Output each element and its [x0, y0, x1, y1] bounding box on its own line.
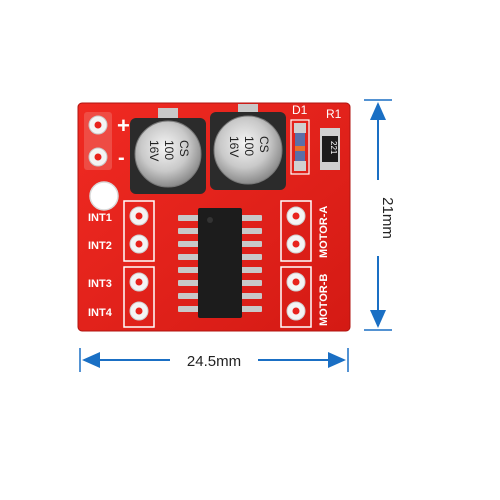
resistor-code: 221 — [329, 141, 338, 155]
capacitor-left: CS 100 16V — [130, 108, 206, 194]
pcb-board: + - CS 100 16V CS 100 16V — [77, 102, 351, 332]
input-header: INT1 INT2 INT3 INT4 — [88, 200, 155, 328]
power-pads: + - — [84, 112, 130, 170]
diode-label: D1 — [292, 103, 308, 117]
input-label-3: INT3 — [88, 278, 112, 290]
cap-left-text-2: 100 — [162, 140, 176, 160]
input-label-2: INT2 — [88, 240, 112, 252]
height-label: 21mm — [379, 197, 396, 239]
resistor-r1: R1 221 — [320, 107, 342, 170]
diode-d1: D1 — [290, 103, 310, 175]
driver-chip — [178, 208, 262, 318]
cap-right-text-1: CS — [257, 136, 271, 153]
power-plus-label: + — [117, 113, 130, 138]
cap-left-text-1: CS — [177, 140, 191, 157]
height-dimension: 21mm — [364, 99, 396, 331]
mounting-hole — [89, 181, 119, 211]
motor-b-label: MOTOR-B — [318, 274, 330, 326]
resistor-label: R1 — [326, 107, 342, 121]
cap-right-text-2: 100 — [242, 136, 256, 156]
capacitor-right: CS 100 16V — [210, 104, 286, 190]
input-label-1: INT1 — [88, 212, 112, 224]
width-label: 24.5mm — [187, 353, 241, 370]
input-label-4: INT4 — [88, 307, 113, 319]
power-minus-label: - — [118, 147, 125, 169]
cap-left-text-3: 16V — [147, 140, 161, 161]
cap-right-text-3: 16V — [227, 136, 241, 157]
motor-header: MOTOR-A MOTOR-B — [280, 200, 330, 328]
width-dimension: 24.5mm — [79, 348, 349, 372]
motor-a-label: MOTOR-A — [318, 206, 330, 258]
